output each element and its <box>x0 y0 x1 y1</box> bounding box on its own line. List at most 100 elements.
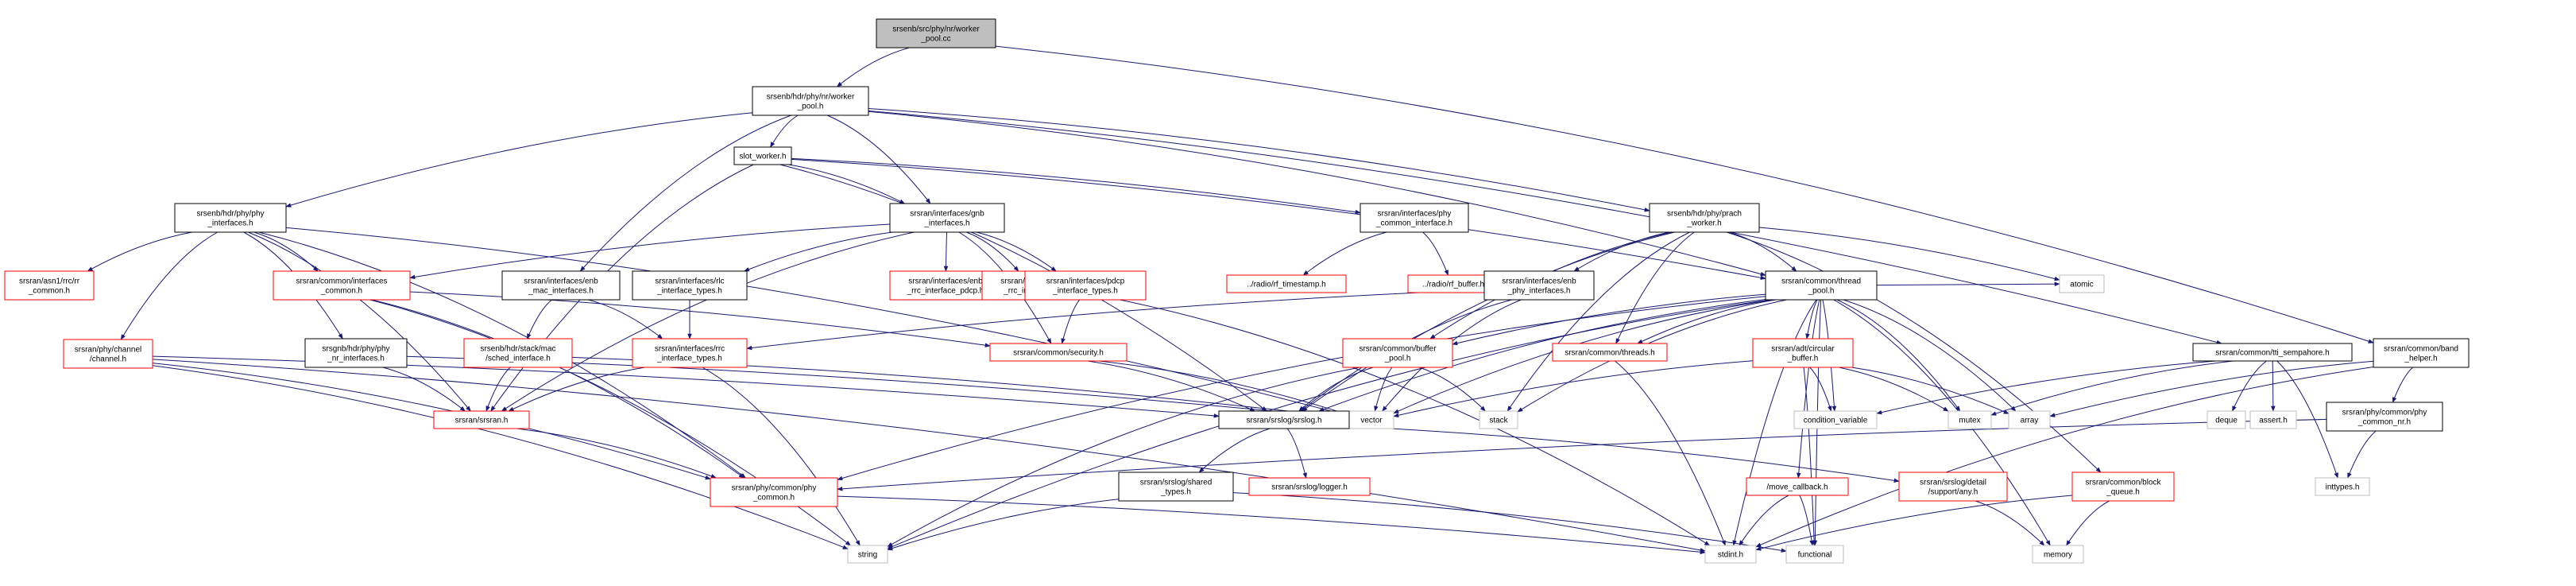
edge-any_h-to-memory <box>1975 500 2045 546</box>
node-label-line: _mac_interfaces.h <box>528 287 594 296</box>
node-pdcp_types[interactable]: srsran/interfaces/pdcp_interface_types.h <box>1024 270 1147 301</box>
node-box <box>2192 343 2353 362</box>
node-shared_types[interactable]: srsran/srslog/shared_types.h <box>1118 472 1234 502</box>
node-box <box>1024 270 1147 301</box>
node-box <box>1785 545 1844 564</box>
node-box <box>1752 338 1854 368</box>
edge-threads-to-stdint <box>1615 360 1726 546</box>
node-worker_pool_h[interactable]: srsenb/hdr/phy/nr/worker_pool.h <box>752 86 869 116</box>
node-label-line: _types.h <box>1160 488 1191 497</box>
edge-rrc_types-to-string <box>702 367 861 546</box>
edge-pdcp_types-to-stdint <box>1120 299 1711 546</box>
node-any_h[interactable]: srsran/srslog/detail/support/any.h <box>1898 472 2008 502</box>
node-label-line: srsran/common/thread <box>1781 277 1861 286</box>
node-sched_if[interactable]: srsenb/hdr/stack/mac/sched_interface.h <box>463 338 573 368</box>
edge-security-to-vector <box>1098 360 1350 416</box>
edge-worker_pool_h-to-prach_worker <box>868 108 1650 212</box>
edge-circ_buffer-to-cond_var <box>1809 367 1832 412</box>
node-mac_interfaces[interactable]: srsran/interfaces/enb_mac_interfaces.h <box>501 270 621 301</box>
node-label-line: _interfaces.h <box>207 219 253 228</box>
node-rrc_types[interactable]: srsran/interfaces/rrc_interface_types.h <box>632 338 748 368</box>
node-box <box>304 338 408 368</box>
node-label-line: srsran/interfaces/rlc <box>655 277 724 286</box>
edge-worker_pool_h-to-gnb_interfaces <box>826 114 931 204</box>
edge-shared_types-to-string <box>887 499 1120 551</box>
edge-gnb_interfaces-to-rrc_rlc <box>965 231 1019 272</box>
node-box <box>2032 545 2084 564</box>
node-functional: functional <box>1785 545 1844 564</box>
node-label-line: _nr_interfaces.h <box>327 355 385 363</box>
node-asn1_rrc[interactable]: srsran/asn1/rrc/rr_common.h <box>4 270 95 301</box>
node-thread_pool[interactable]: srsran/common/thread_pool.h <box>1765 270 1878 301</box>
node-band_helper[interactable]: srsran/common/band_helper.h <box>2373 338 2470 368</box>
node-buffer_pool[interactable]: srsran/common/buffer_pool.h <box>1342 338 1453 368</box>
node-logger[interactable]: srsran/srslog/logger.h <box>1248 477 1371 496</box>
edge-rrc_types-to-srsran_h <box>508 367 645 412</box>
node-label-line: stdint.h <box>1718 551 1743 560</box>
edge-tti_sem-to-deque <box>2232 360 2267 412</box>
edge-thread_pool-to-threads <box>1637 299 1777 344</box>
edge-tti_sem-to-cond_var <box>1876 360 2216 415</box>
edge-thread_pool-to-buffer_pool <box>1452 293 1766 346</box>
edge-thread_pool-to-phy_common <box>837 296 1766 481</box>
node-label-line: _common.h <box>752 494 795 503</box>
node-prach_worker[interactable]: srsenb/hdr/phy/prach_worker.h <box>1649 203 1760 233</box>
node-box <box>4 270 95 301</box>
node-box <box>632 338 748 368</box>
edge-circ_buffer-to-array <box>1851 367 2009 414</box>
node-phy_interfaces[interactable]: srsenb/hdr/phy/phy_interfaces.h <box>174 203 287 233</box>
node-phy_common[interactable]: srsran/phy/common/phy_common.h <box>710 477 838 507</box>
node-enb_phy_if[interactable]: srsran/interfaces/enb_phy_interfaces.h <box>1483 270 1595 301</box>
node-security[interactable]: srsran/common/security.h <box>989 343 1127 362</box>
node-label-line: srsran/srslog/srslog.h <box>1246 417 1321 425</box>
edge-if_common-to-security <box>409 291 991 347</box>
edge-phy_interfaces-to-channel <box>120 231 219 340</box>
edge-buffer_pool-to-srslog <box>1298 367 1374 412</box>
node-label-line: /channel.h <box>90 355 126 364</box>
edge-nr_interfaces-to-srsran_h <box>382 367 466 412</box>
node-phy_common_if[interactable]: srsran/interfaces/phy_common_interface.h <box>1360 203 1469 233</box>
node-threads[interactable]: srsran/common/threads.h <box>1552 343 1668 362</box>
edge-root-to-band_helper <box>995 45 2374 343</box>
node-label-line: srsran/srslog/detail <box>1920 479 1986 487</box>
node-label-line: srsran/common/security.h <box>1013 349 1104 358</box>
node-circ_buffer[interactable]: srsran/adt/circular_buffer.h <box>1752 338 1854 368</box>
node-srslog[interactable]: srsran/srslog/srslog.h <box>1218 410 1350 429</box>
edge-prach_worker-to-atomic <box>1758 227 2060 281</box>
edge-slot_worker-to-gnb_interfaces <box>788 164 906 204</box>
edge-band_helper-to-phy_common_nr <box>2392 367 2413 403</box>
node-gnb_interfaces[interactable]: srsran/interfaces/gnb_interfaces.h <box>889 203 1005 233</box>
node-phy_common_nr[interactable]: srsran/phy/common/phy_common_nr.h <box>2326 402 2443 432</box>
node-label-line: _phy_interfaces.h <box>1507 287 1571 296</box>
edge-sched_if-to-srsran_h <box>485 367 511 412</box>
node-channel[interactable]: srsran/phy/channel/channel.h <box>63 339 153 369</box>
edge-circ_buffer-to-vector <box>1393 360 1754 417</box>
node-slot_worker[interactable]: slot_worker.h <box>733 146 792 165</box>
node-box <box>1704 545 1757 564</box>
node-array: array <box>2008 410 2051 429</box>
node-label-line: srsran/common/tti_sempahore.h <box>2215 349 2329 358</box>
node-srsran_h[interactable]: srsran/srsran.h <box>433 410 530 429</box>
node-if_common[interactable]: srsran/common/interfaces_common.h <box>273 270 411 301</box>
edge-tti_sem-to-inttypes <box>2276 360 2338 479</box>
node-box <box>847 545 888 564</box>
edge-root-to-worker_pool_h <box>836 47 910 87</box>
node-rlc_types[interactable]: srsran/interfaces/rlc_interface_types.h <box>632 270 748 301</box>
node-block_queue[interactable]: srsran/common/block_queue.h <box>2071 472 2175 502</box>
node-label-line: srsran/interfaces/phy <box>1378 210 1452 219</box>
node-label-line: srsran/phy/common/phy <box>732 484 817 493</box>
node-box <box>752 86 869 116</box>
node-nr_interfaces[interactable]: srsgnb/hdr/phy/phy_nr_interfaces.h <box>304 338 408 368</box>
node-label-line: deque <box>2215 417 2238 425</box>
node-box <box>1947 410 1992 429</box>
edge-thread_pool-to-array <box>1843 299 2017 412</box>
node-root[interactable]: srsenb/src/phy/nr/worker_pool.cc <box>876 18 996 49</box>
node-tti_sem[interactable]: srsran/common/tti_sempahore.h <box>2192 343 2353 362</box>
node-rf_timestamp[interactable]: ../radio/rf_timestamp.h <box>1226 274 1347 293</box>
node-label-line: _interface_types.h <box>656 287 722 296</box>
edge-block_queue-to-memory <box>2066 500 2110 546</box>
node-box <box>501 270 621 301</box>
node-stack: stack <box>1479 410 1518 429</box>
node-move_cb[interactable]: /move_callback.h <box>1746 477 1849 496</box>
edge-srslog-to-any_h <box>1348 425 1900 483</box>
